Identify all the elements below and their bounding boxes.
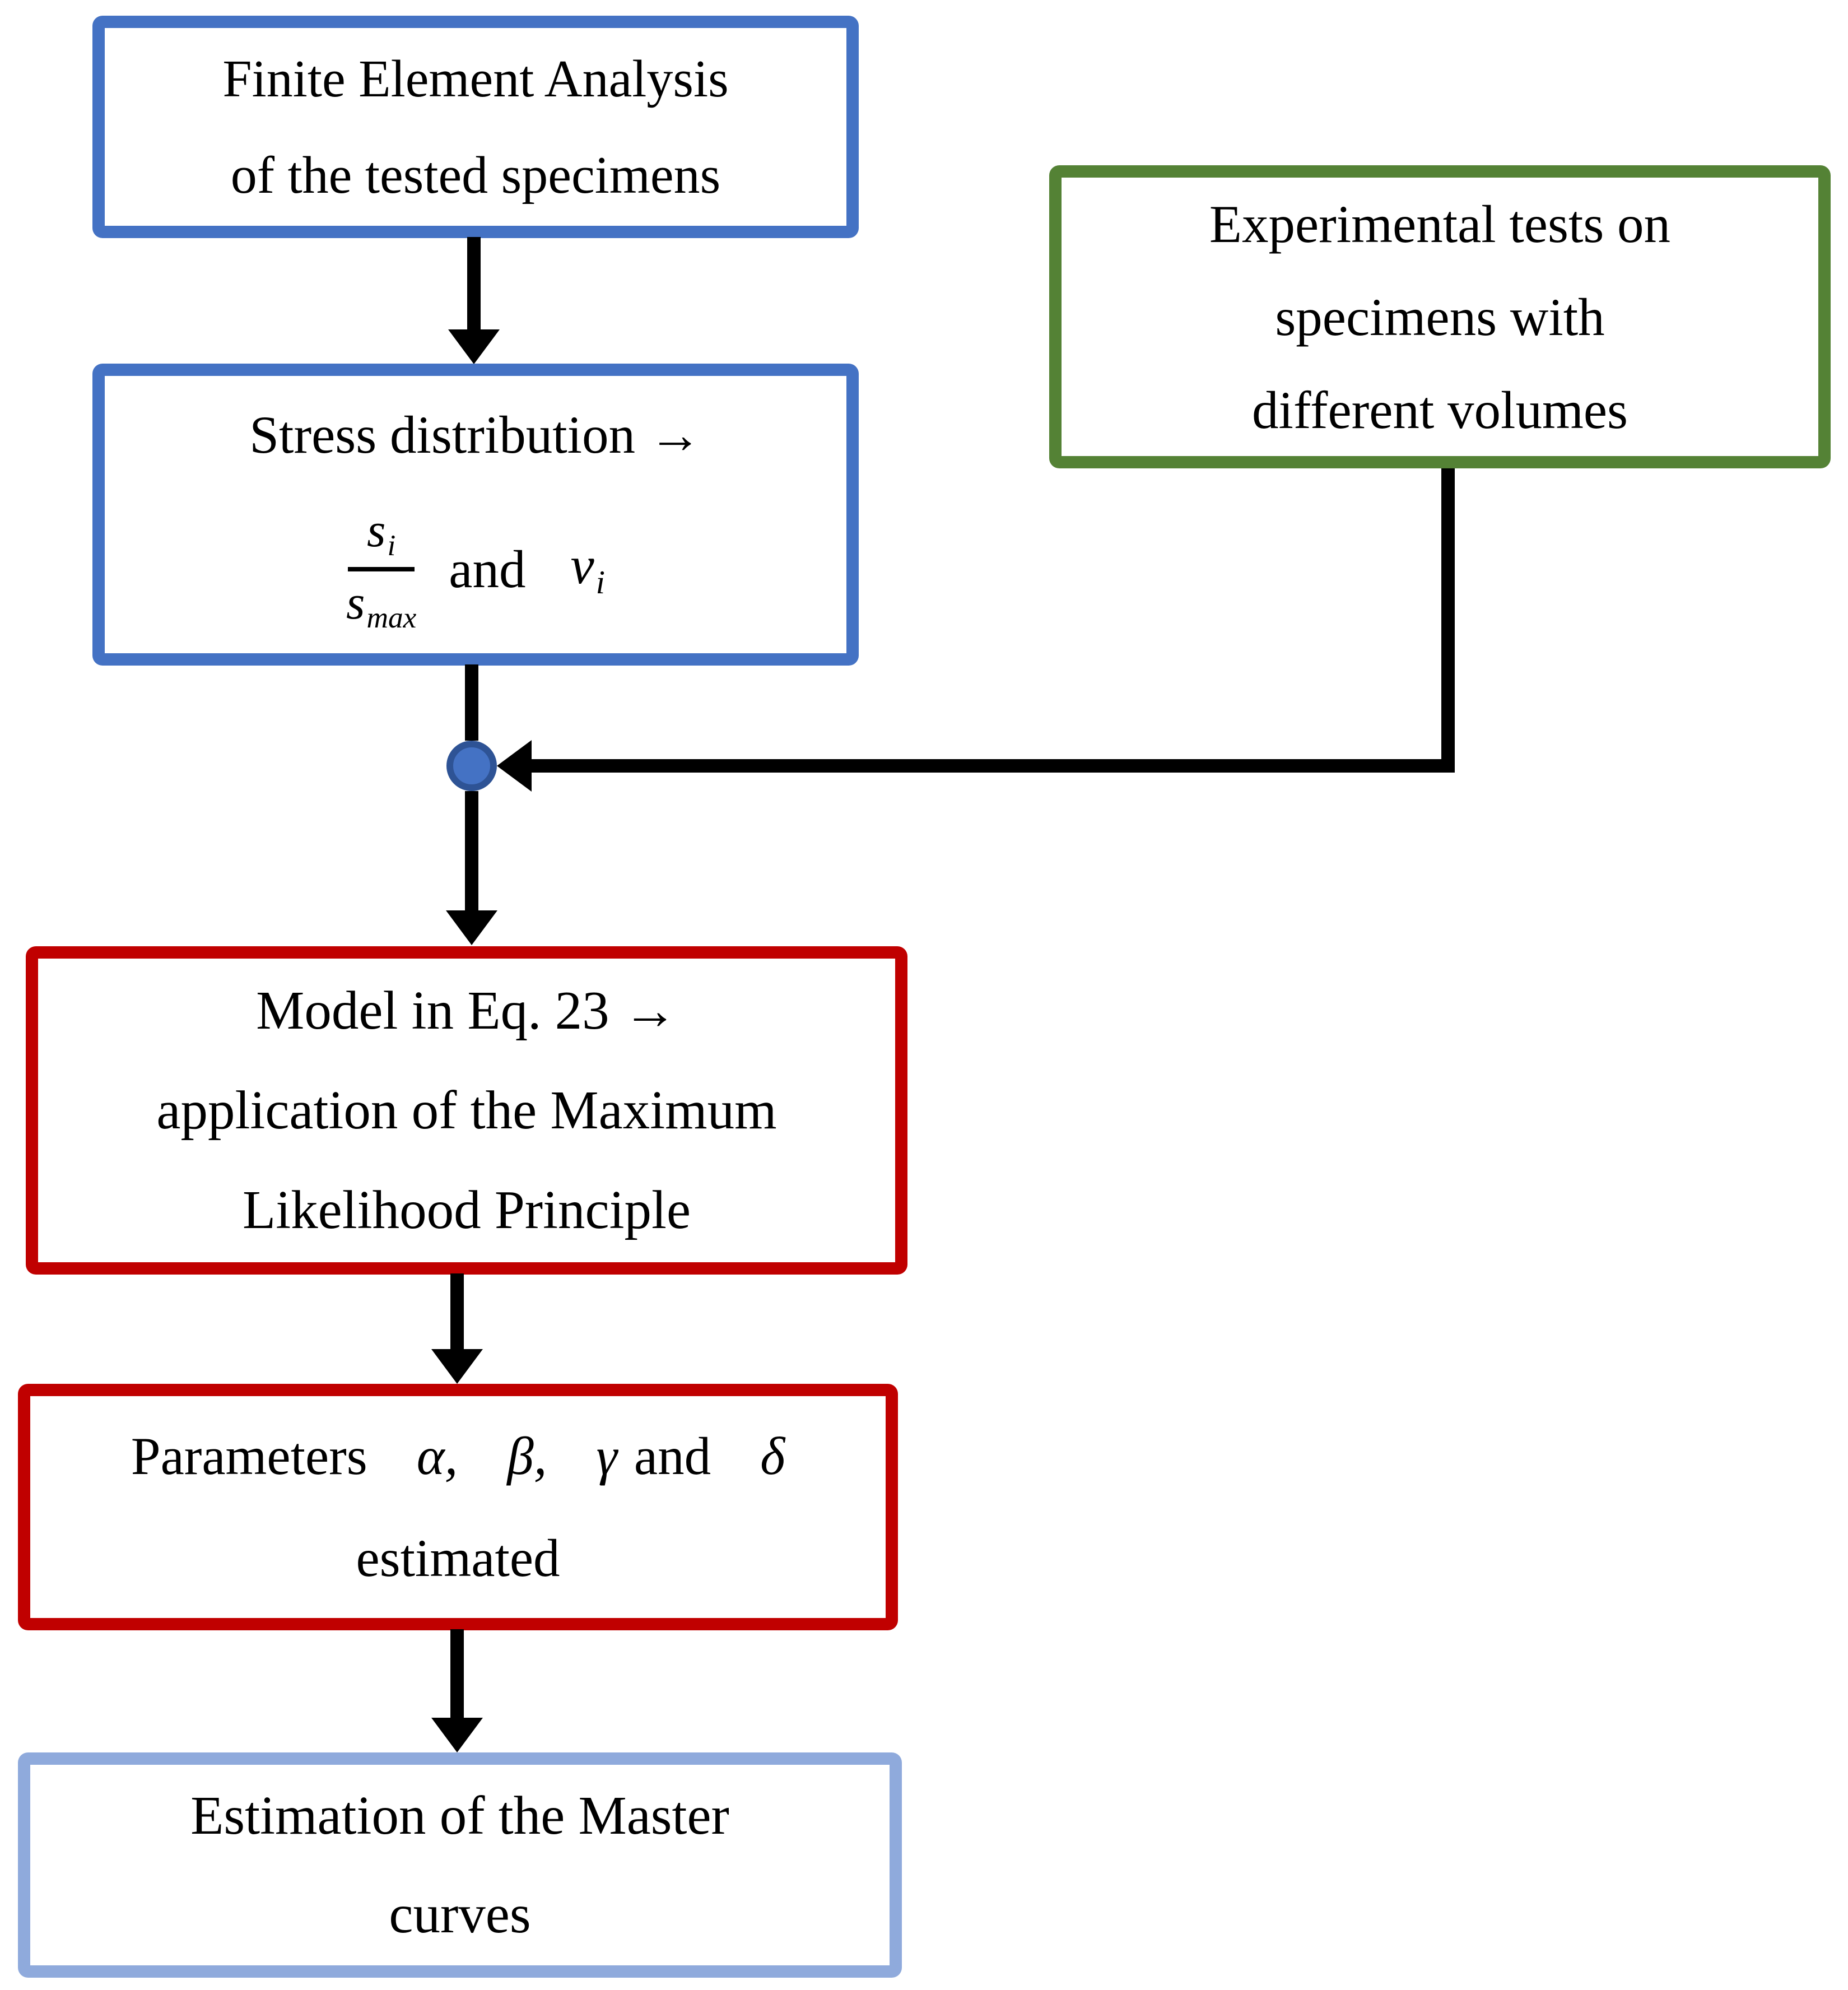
greek-alpha: α,	[416, 1426, 458, 1486]
node-text-line: Estimation of the Master	[190, 1786, 729, 1845]
greek-gamma: γ	[596, 1426, 617, 1486]
fraction-numerator: si	[347, 505, 415, 571]
fraction-si-over-smax: si smax	[346, 505, 416, 634]
variable-vi: vi	[570, 536, 605, 601]
node-text-line: curves	[389, 1884, 531, 1944]
node-finite-element-analysis: Finite Element Analysis of the tested sp…	[92, 16, 859, 238]
node-text-line: of the tested specimens	[230, 146, 721, 204]
line-stress-to-junction	[465, 664, 478, 741]
arrow-model-to-parameters-shaft	[450, 1273, 464, 1350]
junction-dot	[446, 741, 497, 791]
fraction-denominator: smax	[346, 575, 417, 634]
and-word: and	[449, 539, 526, 599]
stress-formula: si smax and vi	[346, 505, 605, 634]
connector-experimental-vertical	[1441, 468, 1455, 773]
node-stress-distribution: Stress distribution → si smax and vi	[92, 364, 859, 666]
node-text-line: estimated	[356, 1528, 560, 1588]
node-text-line: Model in Eq. 23 →	[256, 980, 677, 1040]
and-word: and	[634, 1426, 711, 1486]
arrow-junction-to-model-head	[446, 910, 497, 945]
node-text-line: Likelihood Principle	[242, 1180, 691, 1240]
arrow-fea-to-stress-head	[448, 329, 500, 364]
node-text-line: Experimental tests on	[1209, 194, 1671, 254]
node-model-maximum-likelihood: Model in Eq. 23 → application of the Max…	[26, 946, 907, 1275]
greek-beta: β,	[507, 1426, 547, 1486]
arrow-parameters-to-master-head	[431, 1718, 483, 1752]
arrow-parameters-to-master-shaft	[450, 1629, 464, 1719]
node-text-line: Finite Element Analysis	[222, 49, 729, 108]
arrow-model-to-parameters-head	[431, 1349, 483, 1384]
arrow-junction-to-model-shaft	[465, 791, 478, 912]
node-text-line: specimens with	[1275, 287, 1605, 347]
node-experimental-tests: Experimental tests on specimens with dif…	[1049, 165, 1831, 468]
node-text-line: different volumes	[1252, 380, 1628, 440]
node-text-line: Stress distribution →	[249, 405, 702, 465]
connector-experimental-horizontal	[532, 759, 1455, 773]
greek-delta: δ	[760, 1426, 785, 1486]
node-text-line: application of the Maximum	[156, 1080, 777, 1140]
node-master-curves: Estimation of the Master curves	[18, 1752, 902, 1978]
arrow-fea-to-stress-shaft	[467, 237, 481, 331]
connector-experimental-arrowhead	[497, 740, 532, 792]
